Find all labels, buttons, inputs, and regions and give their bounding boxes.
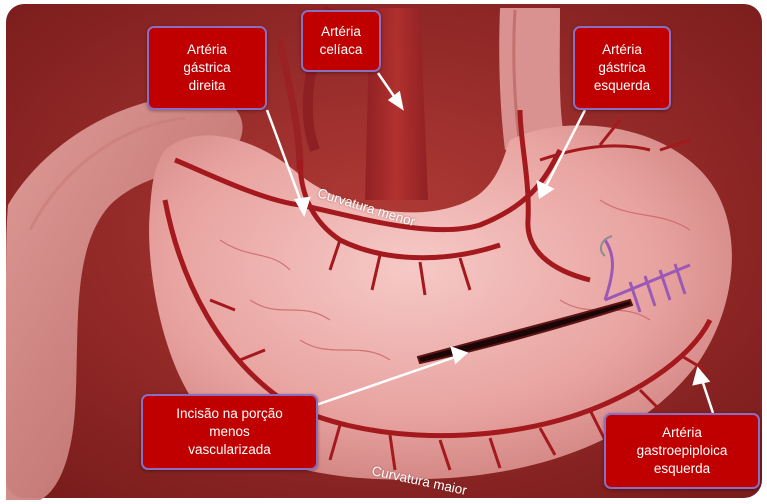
label-incision: Incisão na porção menos vascularizada — [141, 394, 318, 470]
label-right-gastric-artery: Artéria gástrica direita — [147, 26, 267, 110]
label-celiac-artery: Artéria celíaca — [301, 10, 381, 72]
label-left-gastroepiploic-artery: Artéria gastroepiploica esquerda — [604, 413, 760, 489]
label-left-gastric-artery: Artéria gástrica esquerda — [573, 26, 671, 110]
